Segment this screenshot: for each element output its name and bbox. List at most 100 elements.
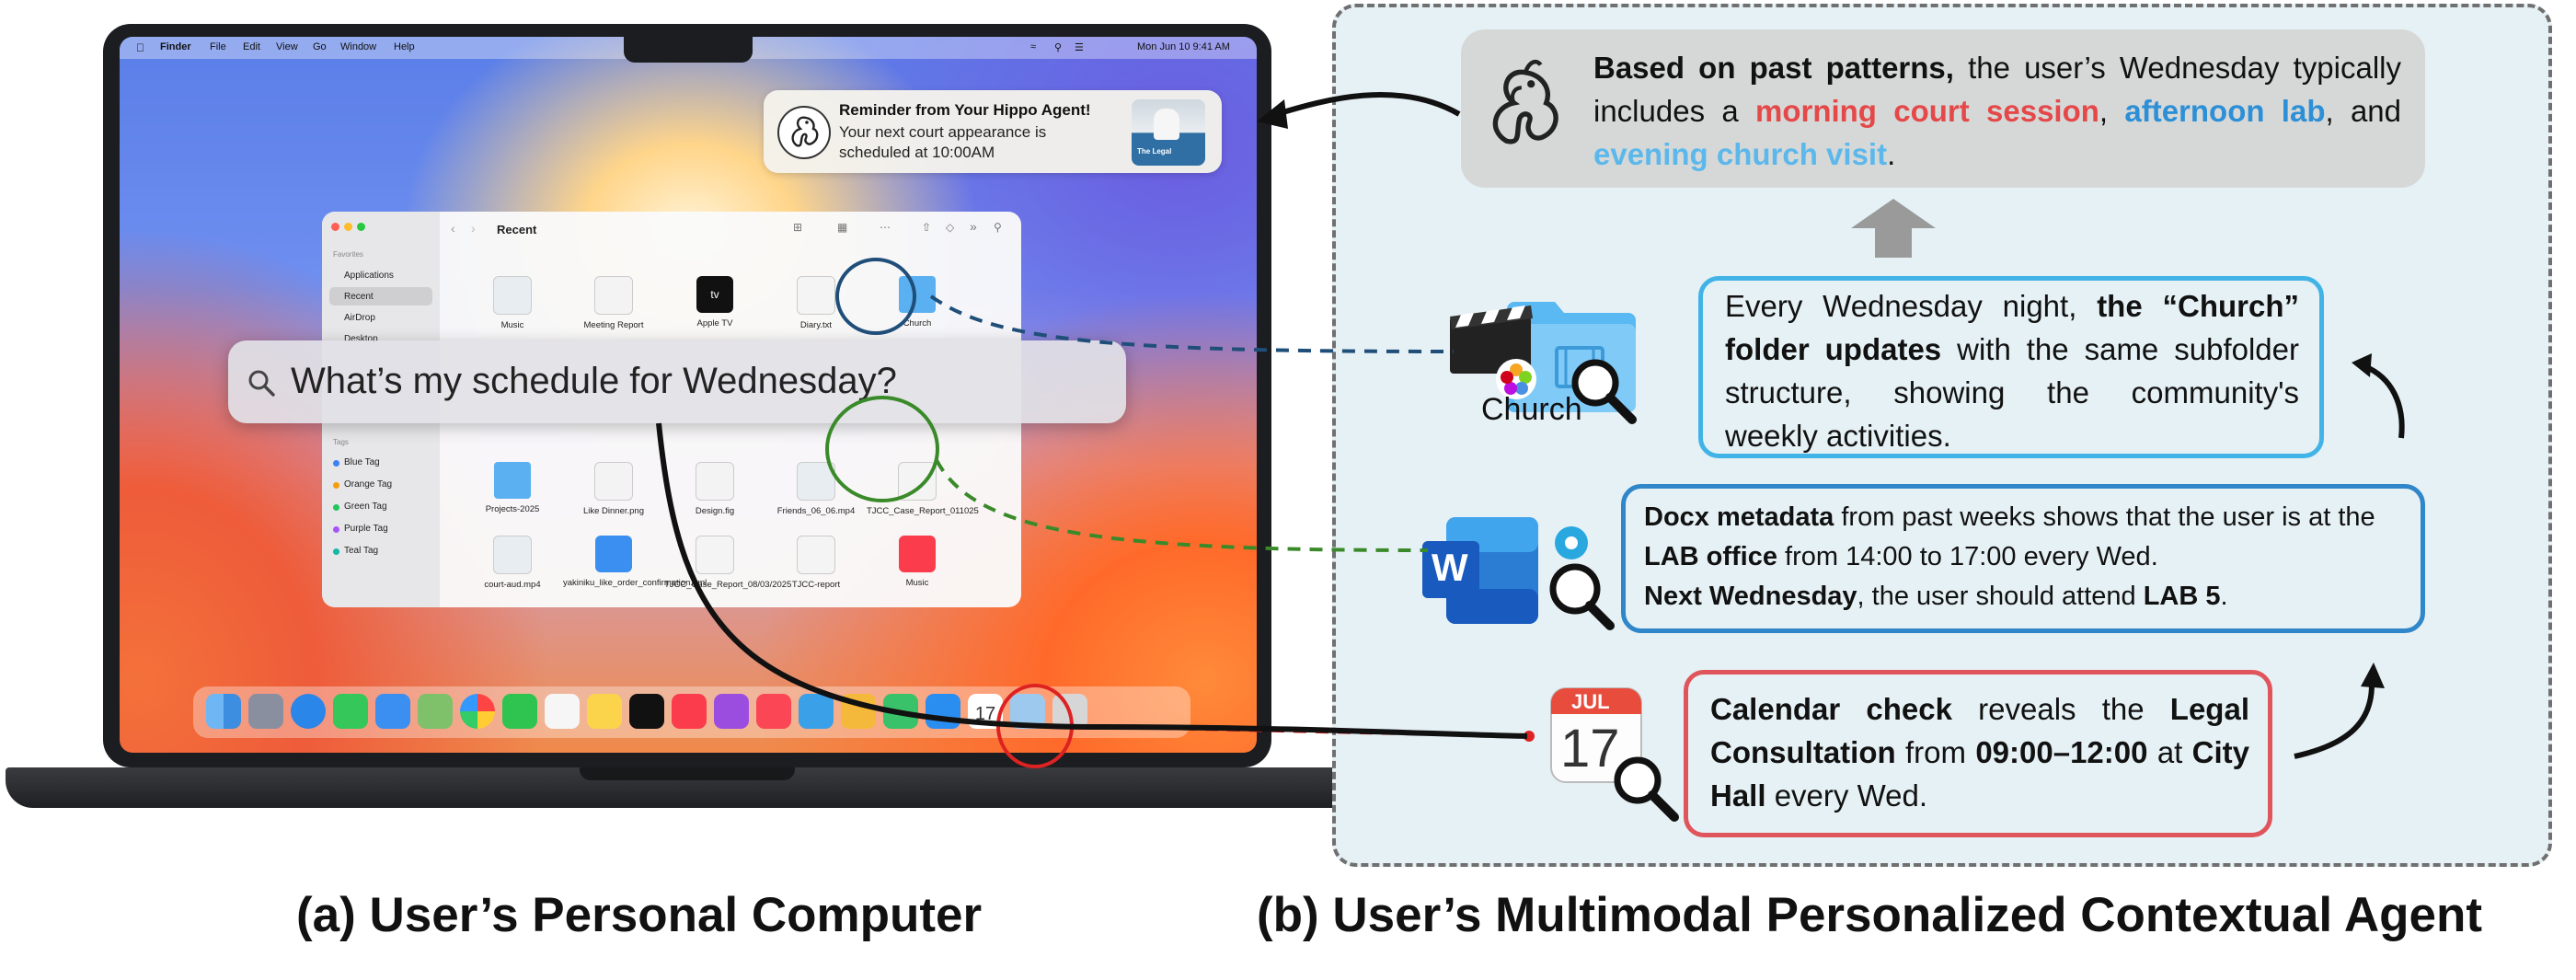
cal-bold-3: 09:00–12:00 [1975, 735, 2148, 769]
file-item[interactable]: TJCC_Case_Report_011025 [867, 462, 979, 516]
photos-dock-icon[interactable] [460, 694, 495, 729]
sidebar-item-applications[interactable]: Applications [344, 271, 394, 281]
view-mode-icon[interactable]: ⊞ [793, 221, 803, 234]
file-item[interactable]: Music [867, 536, 968, 588]
summary-and: , and [2325, 94, 2402, 128]
music-dock-icon[interactable] [672, 694, 707, 729]
file-item[interactable]: Projects-2025 [462, 462, 563, 514]
news-dock-icon[interactable] [756, 694, 791, 729]
search-icon [248, 370, 275, 397]
laptop-base-notch [580, 767, 795, 780]
sidebar-tag-purple[interactable]: Purple Tag [344, 524, 388, 534]
menu-item-edit[interactable]: Edit [243, 41, 260, 52]
sidebar-tag-orange[interactable]: Orange Tag [344, 479, 393, 490]
sidebar-item-desktop[interactable]: Desktop [344, 334, 378, 344]
finder-dock-icon[interactable] [206, 694, 241, 729]
notification-body-line2: scheduled at 10:00AM [839, 144, 995, 161]
menu-item-window[interactable]: Window [340, 41, 377, 52]
file-item[interactable]: court-aud.mp4 [462, 536, 563, 590]
control-center-icon[interactable]: ☰ [1075, 42, 1084, 53]
spotlight-search[interactable]: What’s my schedule for Wednesday? [228, 340, 1126, 423]
video-file-icon [797, 462, 835, 501]
keynote-dock-icon[interactable] [799, 694, 834, 729]
sidebar-item-recent[interactable]: Recent [344, 292, 374, 302]
file-item[interactable]: Diary.txt [765, 276, 867, 330]
forward-icon[interactable]: › [471, 221, 476, 236]
back-icon[interactable]: ‹ [451, 221, 455, 236]
sidebar-item-airdrop[interactable]: AirDrop [344, 313, 375, 323]
share-icon[interactable]: ⇧ [922, 221, 932, 234]
mail-file-icon [595, 536, 632, 572]
notes-dock-icon[interactable] [587, 694, 622, 729]
file-item[interactable]: Design.fig [664, 462, 765, 516]
file-label: Church [903, 318, 932, 329]
church-to-summary-arrow [2352, 353, 2405, 439]
sidebar-tag-teal[interactable]: Teal Tag [344, 546, 379, 556]
spotlight-query[interactable]: What’s my schedule for Wednesday? [291, 361, 897, 401]
file-item[interactable]: TJCC_Case_Report_08/03/2025 [664, 536, 791, 590]
minimize-window-button[interactable] [344, 223, 352, 231]
wifi-icon[interactable]: ≈ [1030, 41, 1037, 52]
app-store-dock-icon[interactable] [926, 694, 960, 729]
summary-comma: , [2099, 94, 2109, 128]
numbers-dock-icon[interactable] [883, 694, 918, 729]
menu-item-file[interactable]: File [210, 41, 226, 52]
tag-dot-purple [333, 526, 339, 533]
calendar-dock-icon[interactable]: 17 [968, 694, 1003, 729]
file-item[interactable]: Music [462, 276, 563, 330]
pages-dock-icon[interactable] [841, 694, 876, 729]
notification-title: Reminder from Your Hippo Agent! [839, 101, 1091, 119]
menu-item-finder[interactable]: Finder [160, 41, 191, 52]
docx-evidence-box: Docx metadata from past weeks shows that… [1621, 484, 2425, 633]
podcasts-dock-icon[interactable] [714, 694, 749, 729]
finder-search-icon[interactable]: ⚲ [994, 221, 1002, 234]
tag-icon[interactable]: ◇ [946, 221, 955, 234]
file-item[interactable]: Meeting Report [563, 276, 664, 330]
file-label: court-aud.mp4 [484, 580, 541, 590]
cal-text-1: reveals the [1951, 692, 2170, 726]
calendar-to-docx-arrow [2294, 663, 2385, 759]
facetime-dock-icon[interactable] [502, 694, 537, 729]
downloads-dock-icon[interactable] [1010, 694, 1045, 729]
file-item[interactable]: Friends_06_06.mp4 [765, 462, 867, 516]
document-file-icon [898, 462, 937, 501]
safari-dock-icon[interactable] [291, 694, 326, 729]
docx-text-4: . [2220, 582, 2228, 611]
group-icon[interactable]: ▦ [837, 221, 848, 234]
mail-dock-icon[interactable] [375, 694, 410, 729]
action-icon[interactable]: ⋯ [880, 221, 891, 234]
church-folder-group: Church [1448, 293, 1660, 440]
reminders-dock-icon[interactable] [545, 694, 580, 729]
file-item[interactable]: TJCC-report [765, 536, 867, 590]
menu-item-view[interactable]: View [276, 41, 298, 52]
messages-dock-icon[interactable] [333, 694, 368, 729]
trash-dock-icon[interactable] [1052, 694, 1087, 729]
sidebar-tag-blue[interactable]: Blue Tag [344, 457, 380, 467]
church-evidence-box: Every Wednesday night, the “Church” fold… [1698, 276, 2324, 458]
notification[interactable]: Reminder from Your Hippo Agent! Your nex… [764, 90, 1222, 173]
maps-dock-icon[interactable] [418, 694, 453, 729]
docx-evidence-text: Docx metadata from past weeks shows that… [1644, 498, 2402, 617]
cal-text-3: at [2147, 735, 2192, 769]
more-icon[interactable]: » [970, 219, 977, 234]
close-window-button[interactable] [331, 223, 339, 231]
apple-icon[interactable]:  [136, 41, 144, 54]
summary-period: . [1887, 137, 1896, 171]
apple-tv-dock-icon[interactable] [629, 694, 664, 729]
menu-item-go[interactable]: Go [313, 41, 327, 52]
apple-tv-icon: tv [696, 276, 733, 313]
caption-left: (a) User’s Personal Computer [296, 888, 983, 942]
menu-item-help[interactable]: Help [394, 41, 415, 52]
docx-bold-1: Docx metadata [1644, 502, 1834, 532]
folder-icon [899, 276, 936, 313]
file-item[interactable]: Like Dinner.png [563, 462, 664, 516]
zoom-window-button[interactable] [357, 223, 365, 231]
sidebar-tag-green[interactable]: Green Tag [344, 502, 387, 512]
file-item[interactable]: yakiniku_like_order_confirmation.eml [563, 536, 707, 588]
search-icon[interactable]: ⚲ [1054, 42, 1063, 53]
launchpad-dock-icon[interactable] [248, 694, 283, 729]
docx-bold-2: LAB office [1644, 542, 1777, 571]
file-label: Meeting Report [583, 320, 644, 330]
file-item[interactable]: Church [867, 276, 968, 329]
